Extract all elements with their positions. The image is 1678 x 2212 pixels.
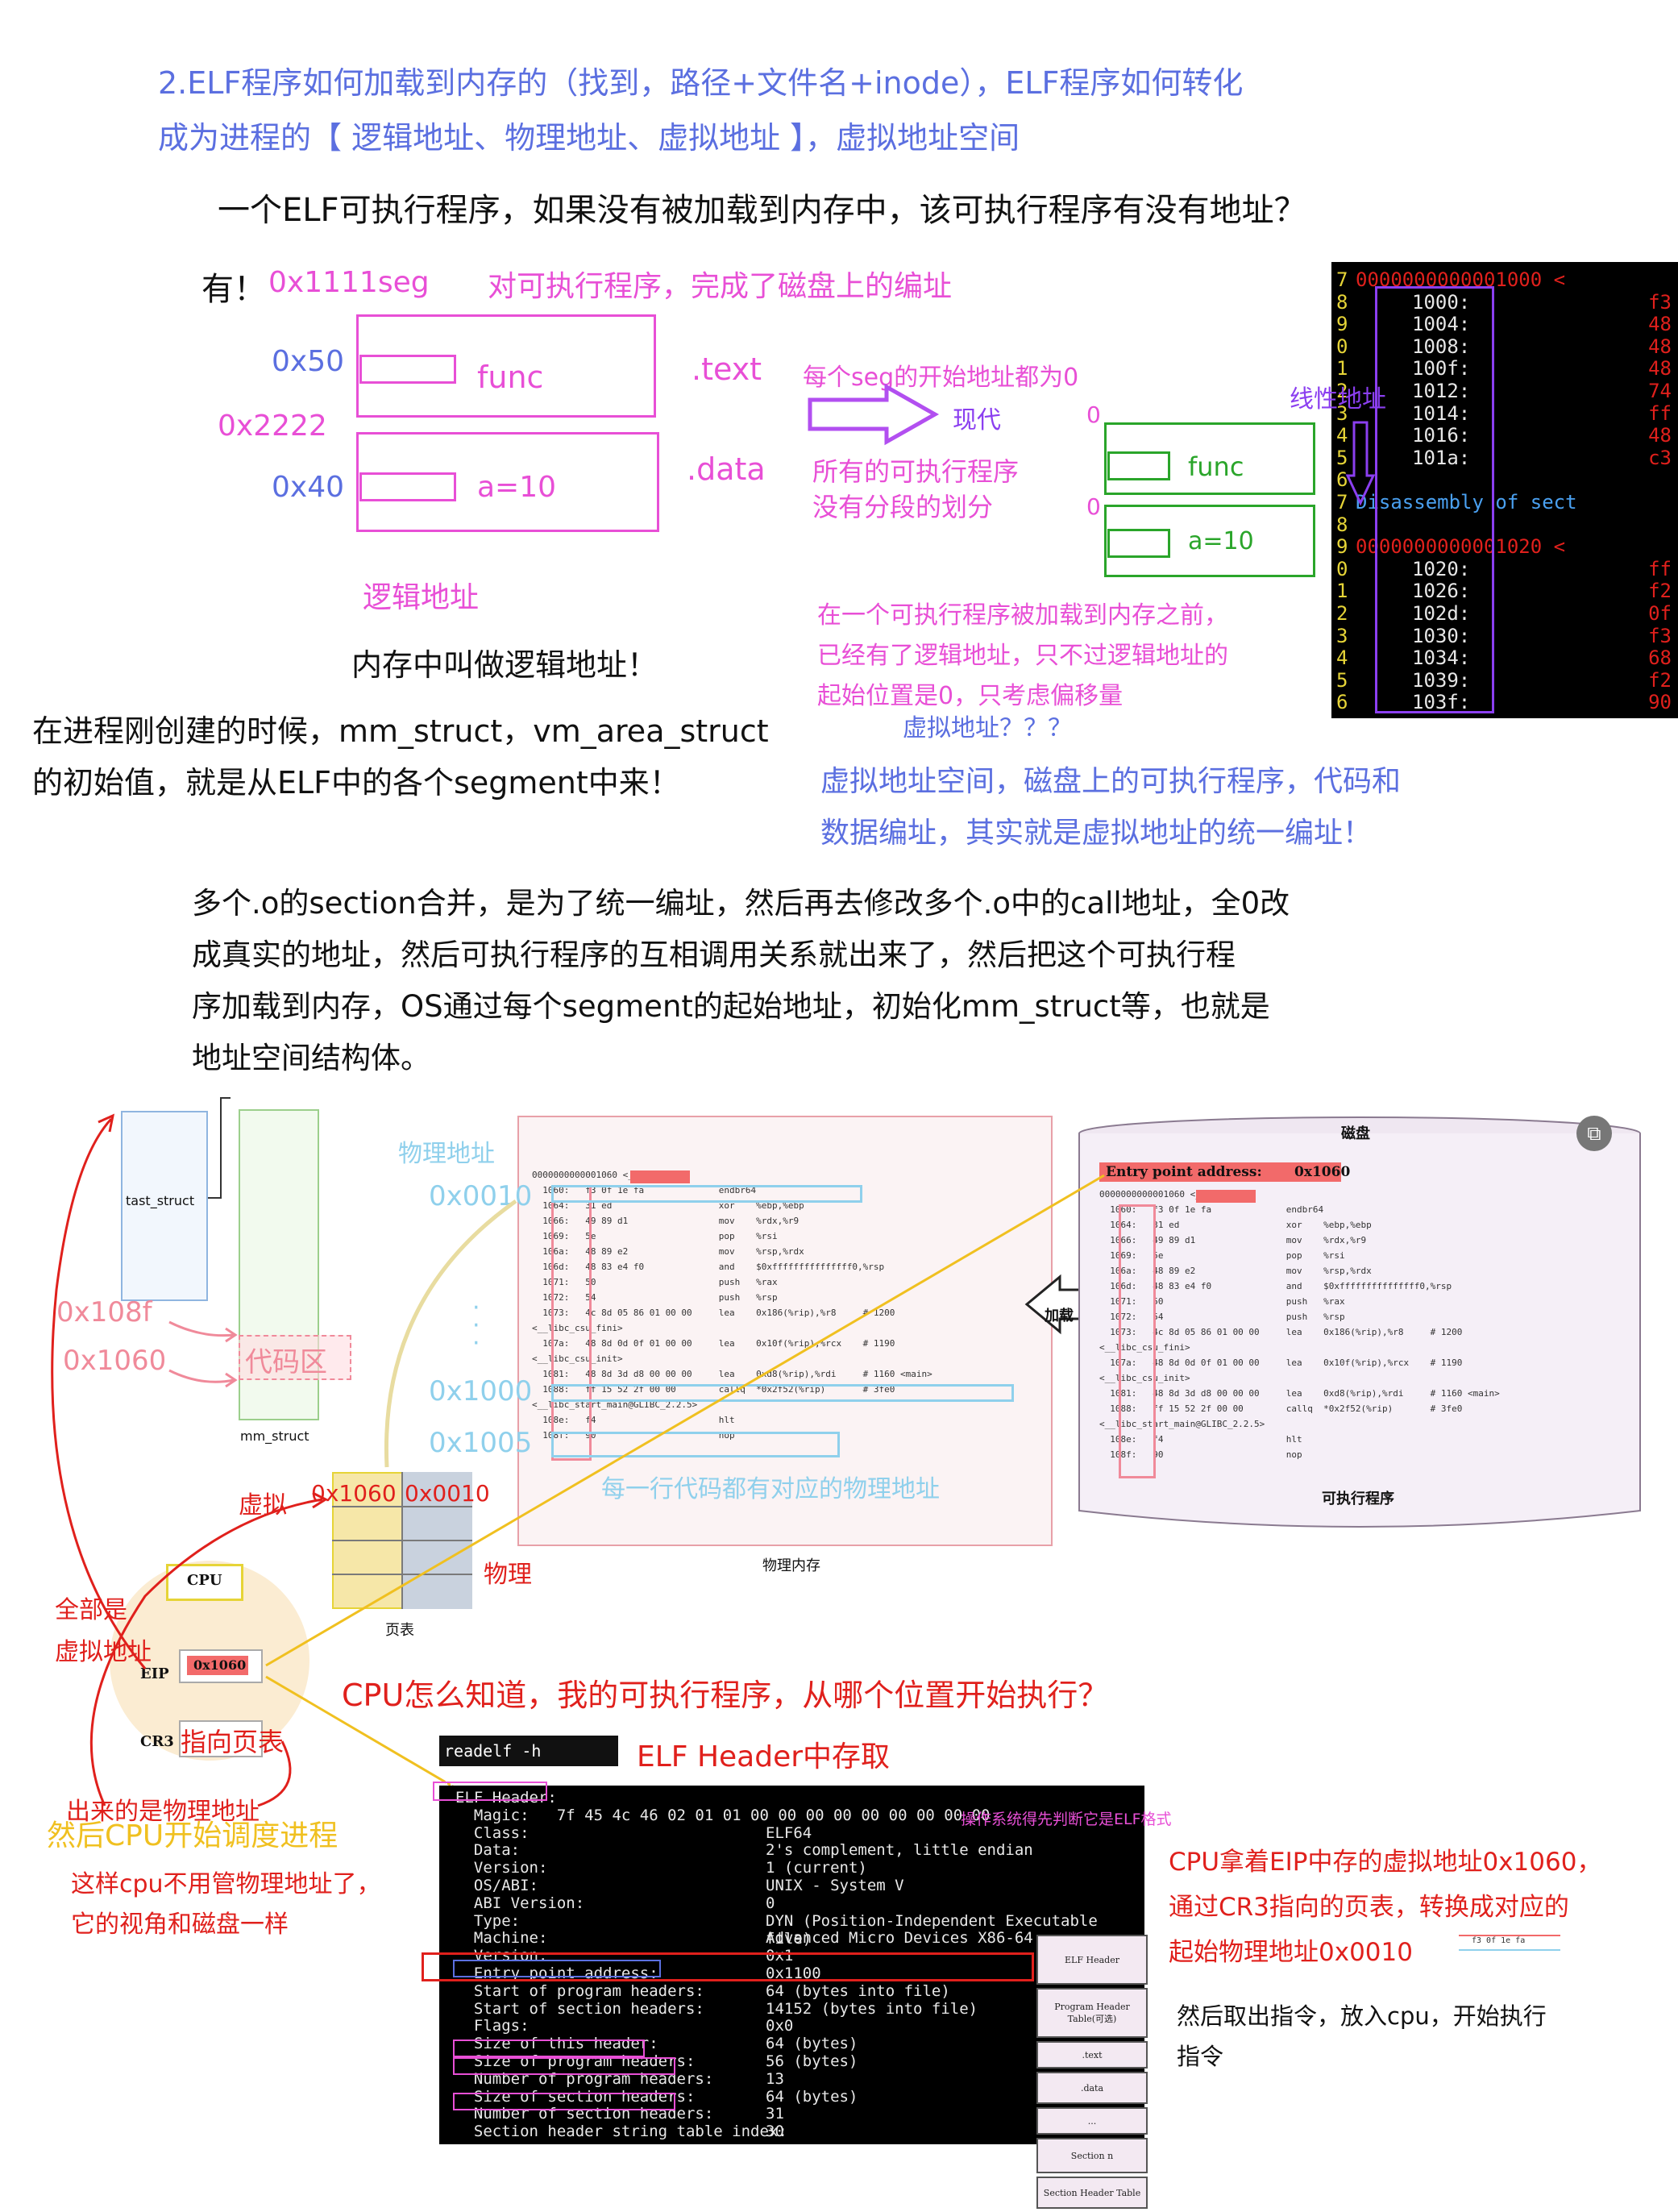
cpu-eip-line1: CPU拿着EIP中存的虚拟地址0x1060， <box>1169 1841 1601 1877</box>
readelf-value: 13 <box>766 2070 784 2088</box>
readelf-value: 30 <box>766 2123 784 2140</box>
readelf-key: Machine: <box>455 1929 547 1947</box>
readelf-key: Section header string table index: <box>455 2123 787 2140</box>
size-section-headers-hl <box>453 2093 675 2110</box>
fetch-line2: 指令 <box>1177 2038 1223 2072</box>
readelf-key: ABI Version: <box>455 1894 584 1912</box>
readelf-key: OS/ABI: <box>455 1877 538 1894</box>
elf-section-block: Section Header Table <box>1036 2177 1148 2209</box>
cpu-eip-line2: 通过CR3指向的页表，转换成对应的 <box>1169 1886 1569 1923</box>
fetch-line1: 然后取出指令，放入cpu，开始执行 <box>1177 1998 1547 2031</box>
readelf-value: 64 (bytes) <box>766 2035 858 2052</box>
readelf-key: Start of section headers: <box>455 2000 704 2018</box>
elf-section-block: ELF Header <box>1036 1935 1148 1985</box>
readelf-value: 31 <box>766 2105 784 2123</box>
readelf-value: 14152 (bytes into file) <box>766 2000 978 2018</box>
readelf-key: Start of program headers: <box>455 1982 704 2000</box>
entry-point-highlight-red <box>422 1952 1034 1981</box>
readelf-value: 64 (bytes into file) <box>766 1982 950 2000</box>
elf-header-note: ELF Header中存取 <box>637 1733 890 1775</box>
elf-section-block: .text <box>1036 2041 1148 2069</box>
cpu-question: CPU怎么知道，我的可执行程序，从哪个位置开始执行？ <box>342 1670 1108 1715</box>
readelf-value: 64 (bytes) <box>766 2088 858 2106</box>
size-this-header-hl <box>453 2039 645 2057</box>
cpu-eip-line3: 起始物理地址0x0010 <box>1169 1931 1413 1968</box>
readelf-value: Advanced Micro Devices X86-64 <box>766 1929 1033 1947</box>
readelf-key: Magic: 7f 45 4c 46 02 01 01 00 00 00 00 … <box>455 1807 990 1824</box>
readelf-value: ELF64 <box>766 1824 812 1842</box>
readelf-key: Data: <box>455 1841 520 1859</box>
readelf-value: 0 <box>766 1894 775 1912</box>
elf-header-highlight <box>433 1782 547 1801</box>
readelf-key: Version: <box>455 1859 547 1877</box>
mini-instruction: f3 0f 1e fa <box>1472 1936 1525 1945</box>
elf-layout-stack: ELF HeaderProgram Header Table(可选) .text.… <box>1036 1935 1148 2212</box>
readelf-command: readelf -h usercode <box>439 1736 618 1766</box>
readelf-value: 0x0 <box>766 2017 793 2035</box>
elf-section-block: Section n <box>1036 2138 1148 2173</box>
elf-section-block: ... <box>1036 2107 1148 2135</box>
elf-section-block: Program Header Table(可选) <box>1036 1988 1148 2038</box>
readelf-key: Class: <box>455 1824 530 1842</box>
readelf-key: Type: <box>455 1912 520 1930</box>
size-program-headers-hl <box>453 2057 675 2075</box>
readelf-value: 1 (current) <box>766 1859 867 1877</box>
os-note: 操作系统得先判断它是ELF格式 <box>961 1807 1172 1829</box>
readelf-value: 56 (bytes) <box>766 2052 858 2070</box>
elf-section-block: .data <box>1036 2072 1148 2104</box>
readelf-value: 2's complement, little endian <box>766 1841 1033 1859</box>
readelf-key: Flags: <box>455 2017 530 2035</box>
readelf-value: UNIX - System V <box>766 1877 904 1894</box>
